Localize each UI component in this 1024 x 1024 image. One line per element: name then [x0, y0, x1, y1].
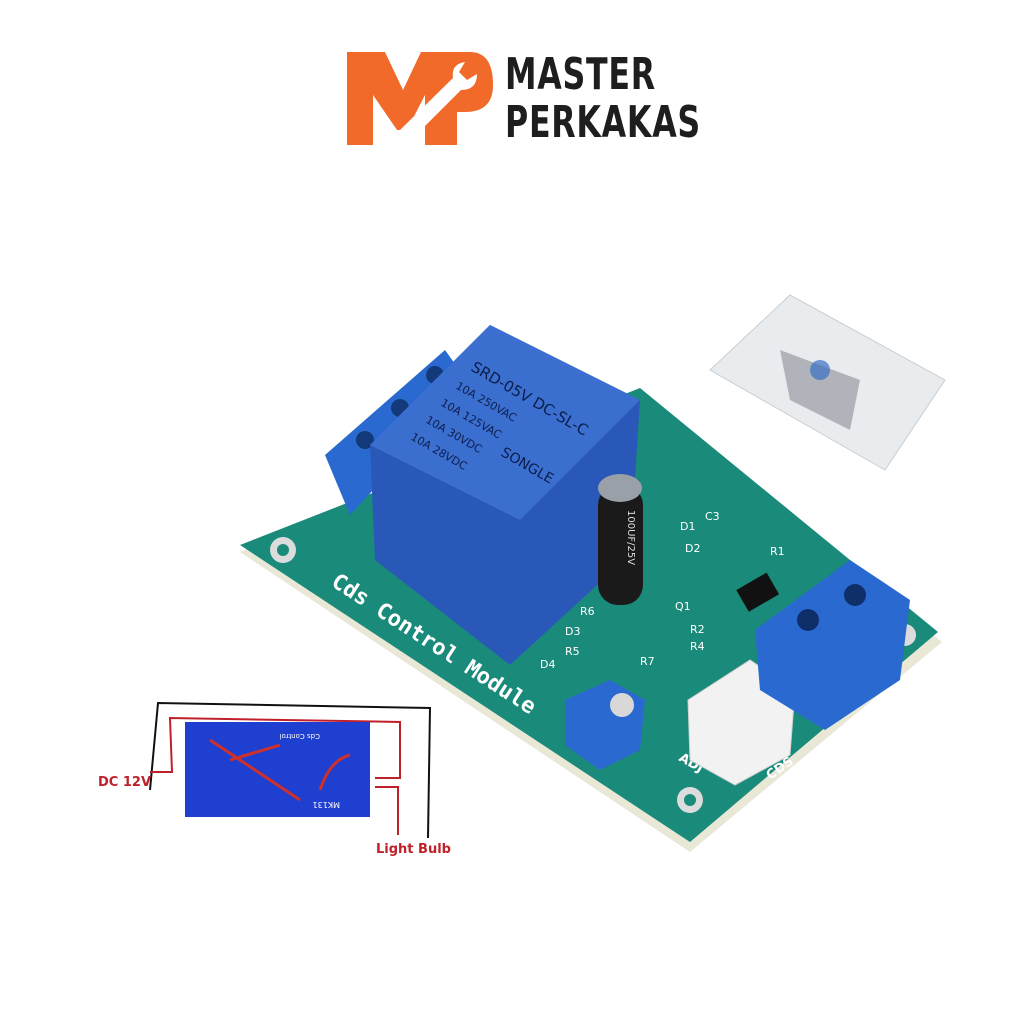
ic-chip [736, 572, 780, 612]
svg-text:Q1: Q1 [675, 600, 691, 613]
load-label: Light Bulb [376, 842, 451, 857]
svg-text:C3: C3 [705, 510, 720, 523]
capacitor-label: 100UF/25V [625, 510, 636, 565]
power-input-terminal [755, 560, 910, 730]
power-label: DC 12V [98, 775, 151, 790]
svg-text:R2: R2 [690, 623, 705, 636]
svg-text:R4: R4 [690, 640, 705, 653]
svg-text:R1: R1 [770, 545, 785, 558]
components-bag [709, 294, 946, 471]
brand-name-line1: MASTER [505, 49, 656, 100]
mp-monogram-icon [347, 52, 493, 145]
diagram-board [185, 722, 370, 817]
relay: SRD-05V DC-SL-C SONGLE 10A 250VAC 10A 12… [370, 325, 640, 665]
svg-text:D3: D3 [565, 625, 580, 638]
svg-text:Cds Control: Cds Control [279, 732, 320, 740]
svg-text:MK131: MK131 [313, 800, 340, 809]
brand-name-line2: PERKAKAS [505, 97, 701, 148]
svg-text:R5: R5 [565, 645, 580, 658]
component-labels: C3 D1 D2 D3 D4 R1 R2 R4 R5 R6 R7 Q1 [540, 510, 785, 671]
svg-text:R6: R6 [580, 605, 595, 618]
brand-logo: MASTER PERKAKAS [345, 45, 700, 155]
wiring-diagram: Cds Control MK131 DC 12V Light Bulb [98, 701, 451, 857]
svg-text:D2: D2 [685, 542, 700, 555]
svg-text:R7: R7 [640, 655, 655, 668]
capacitor: 100UF/25V [598, 474, 643, 605]
svg-text:D1: D1 [680, 520, 695, 533]
svg-text:D4: D4 [540, 658, 555, 671]
